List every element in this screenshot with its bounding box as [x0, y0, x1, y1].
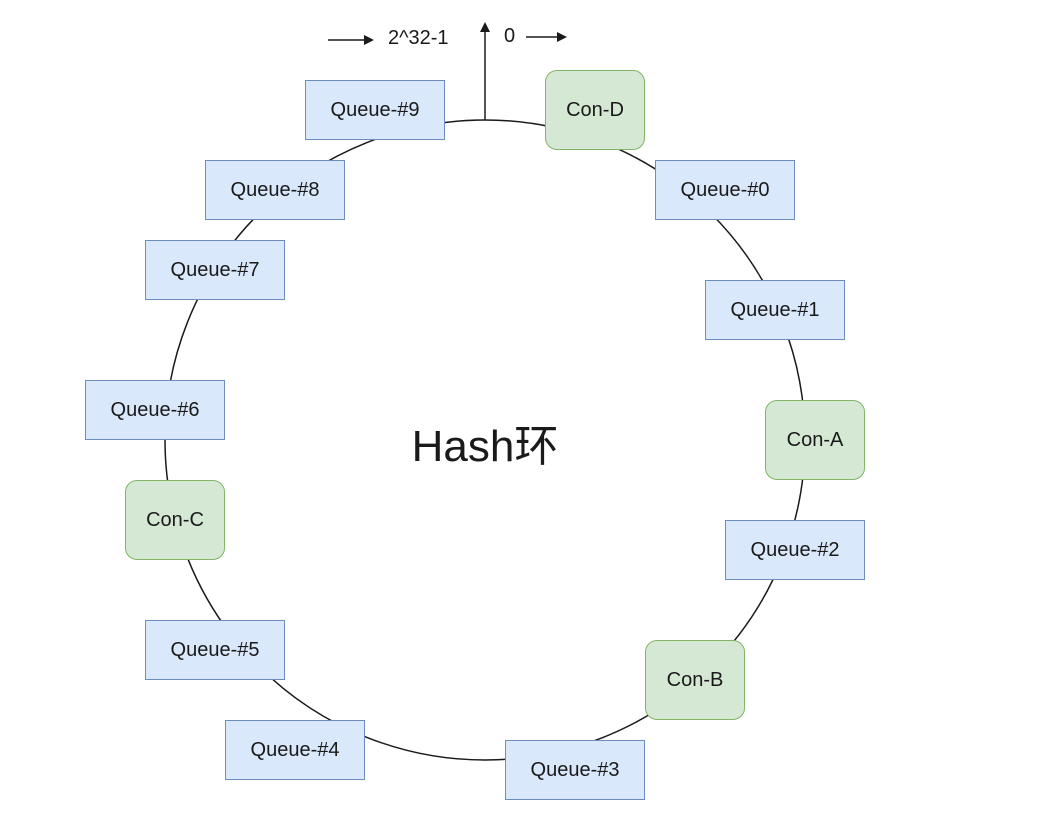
queue-node-3[interactable]: Queue-#3 — [505, 740, 645, 800]
queue-label: Queue-#7 — [170, 258, 260, 281]
queue-node-1[interactable]: Queue-#1 — [705, 280, 845, 340]
queue-label: Queue-#4 — [250, 738, 340, 761]
queue-label: Queue-#6 — [110, 398, 200, 421]
center-label: Hash环 — [411, 422, 559, 471]
queue-label: Queue-#5 — [170, 638, 260, 661]
queue-label: Queue-#0 — [680, 178, 770, 201]
queue-label: Queue-#3 — [530, 758, 620, 781]
queue-label: Queue-#2 — [750, 538, 840, 561]
queue-node-4[interactable]: Queue-#4 — [225, 720, 365, 780]
consumer-label: Con-A — [786, 428, 844, 451]
queue-node-8[interactable]: Queue-#8 — [205, 160, 345, 220]
queue-label: Queue-#8 — [230, 178, 320, 201]
queue-node-2[interactable]: Queue-#2 — [725, 520, 865, 580]
queue-label: Queue-#9 — [330, 98, 420, 121]
consumer-label: Con-C — [146, 508, 204, 531]
consumer-node-a[interactable]: Con-A — [765, 400, 865, 480]
consumer-node-d[interactable]: Con-D — [545, 70, 645, 150]
start-label: 0 — [504, 25, 516, 47]
queue-node-7[interactable]: Queue-#7 — [145, 240, 285, 300]
queue-node-9[interactable]: Queue-#9 — [305, 80, 445, 140]
consumer-node-c[interactable]: Con-C — [125, 480, 225, 560]
consumer-label: Con-D — [566, 98, 624, 121]
end-label: 2^32-1 — [388, 27, 449, 49]
queue-node-5[interactable]: Queue-#5 — [145, 620, 285, 680]
queue-node-6[interactable]: Queue-#6 — [85, 380, 225, 440]
queue-node-0[interactable]: Queue-#0 — [655, 160, 795, 220]
consumer-label: Con-B — [666, 668, 724, 691]
queue-label: Queue-#1 — [730, 298, 820, 321]
consumer-node-b[interactable]: Con-B — [645, 640, 745, 720]
